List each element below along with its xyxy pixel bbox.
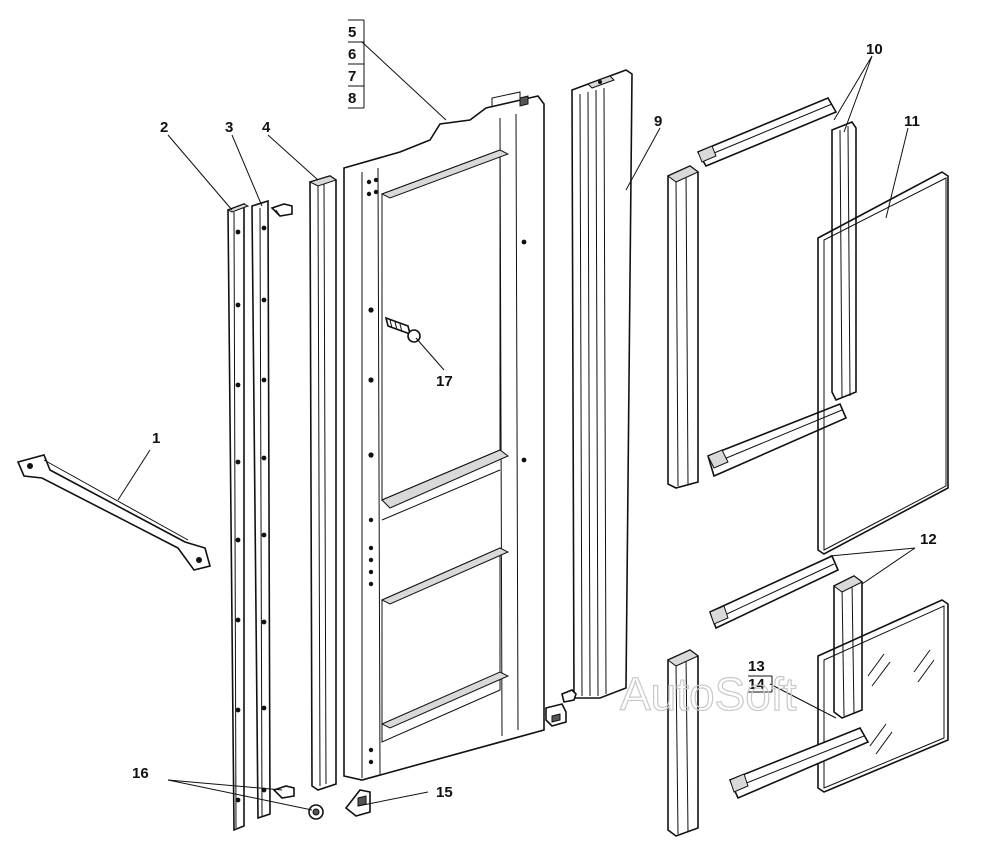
callout-2: 2 [160,119,168,136]
parts-5-8-door-frame [343,91,545,781]
part-11-upper-glass [817,171,949,555]
bracket-15-a [545,703,567,727]
callout-8: 8 [348,90,356,107]
part-1-handle [16,454,211,571]
part-10-upper-profiles [667,96,857,489]
callout-11: 11 [904,113,920,130]
part-4-seal-profile [308,175,338,791]
watermark: AutoSoft [620,668,797,720]
screw-top [270,203,293,217]
callout-5: 5 [348,24,356,41]
callout-7: 7 [348,68,356,85]
callout-13: 13 [748,658,765,675]
callout-14: 14 [748,676,765,693]
part-3-strip [251,199,271,820]
part-12-lower-profiles [708,554,863,719]
callout-3: 3 [225,119,233,136]
lower-horizontal-profile [728,726,870,800]
callout-1: 1 [152,430,160,447]
part-17-bolt [384,316,421,343]
leader-lines [117,19,916,811]
lower-left-profile [667,649,699,837]
callout-4: 4 [262,119,271,136]
callout-16: 16 [132,765,149,782]
callout-10: 10 [866,41,883,58]
callout-12: 12 [920,531,937,548]
screw-9-bottom [561,689,577,703]
part-2-strip [226,202,250,832]
callout-9: 9 [654,113,662,130]
part-16-nut [308,804,324,820]
part-15-bracket [344,789,371,817]
callout-17: 17 [436,373,453,390]
callout-6: 6 [348,46,356,63]
part-9-cover-profile [571,69,633,699]
callout-15: 15 [436,784,453,801]
screw-bottom [272,785,295,799]
